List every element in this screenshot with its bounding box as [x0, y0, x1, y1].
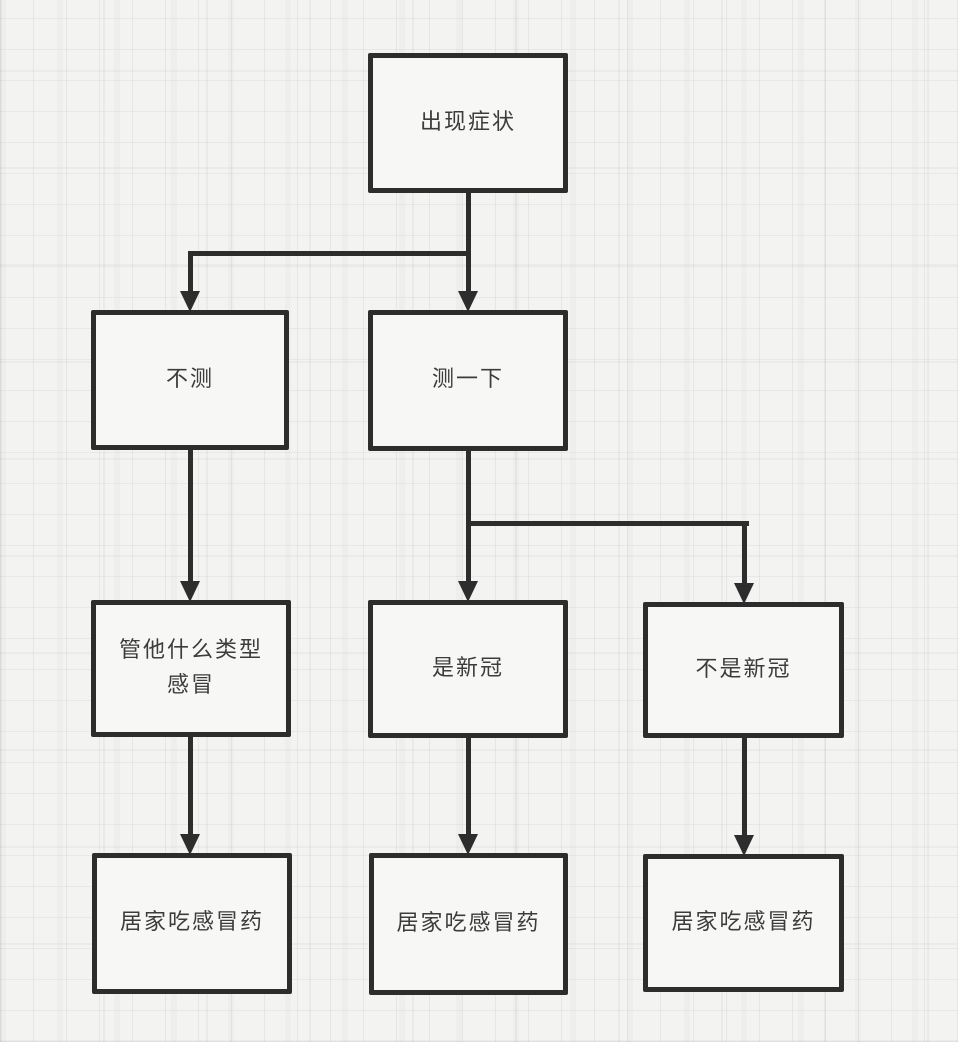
arrowhead-home-1 [180, 834, 200, 855]
connector-branch1-horizontal [187, 251, 471, 256]
node-is-covid: 是新冠 [368, 600, 568, 738]
node-home-medicine-1: 居家吃感冒药 [92, 853, 292, 994]
node-home-medicine-2: 居家吃感冒药 [369, 853, 568, 995]
arrowhead-home-2 [458, 834, 478, 855]
connector-is-covid-down [465, 736, 471, 837]
arrowhead-home-3 [734, 835, 754, 856]
arrowhead-is-covid [458, 581, 478, 602]
node-take-test: 测一下 [368, 310, 568, 451]
connector-to-no-test [187, 251, 193, 294]
connector-test-stem [465, 449, 471, 584]
connector-no-test-down [187, 448, 193, 584]
connector-branch2-horizontal [465, 521, 749, 526]
connector-to-not-covid [741, 521, 747, 586]
connector-any-cold-down [187, 735, 193, 837]
arrowhead-test [458, 291, 478, 312]
node-symptoms: 出现症状 [368, 53, 568, 193]
arrowhead-any-cold [180, 581, 200, 602]
node-home-medicine-3: 居家吃感冒药 [643, 854, 844, 992]
arrowhead-no-test [180, 291, 200, 312]
connector-to-test [465, 251, 471, 294]
node-any-type-cold: 管他什么类型感冒 [91, 600, 291, 737]
arrowhead-not-covid [734, 583, 754, 604]
connector-not-covid-down [741, 736, 747, 838]
connector-symptoms-stem [465, 190, 471, 256]
node-not-covid: 不是新冠 [643, 602, 844, 738]
node-no-test: 不测 [91, 310, 289, 450]
